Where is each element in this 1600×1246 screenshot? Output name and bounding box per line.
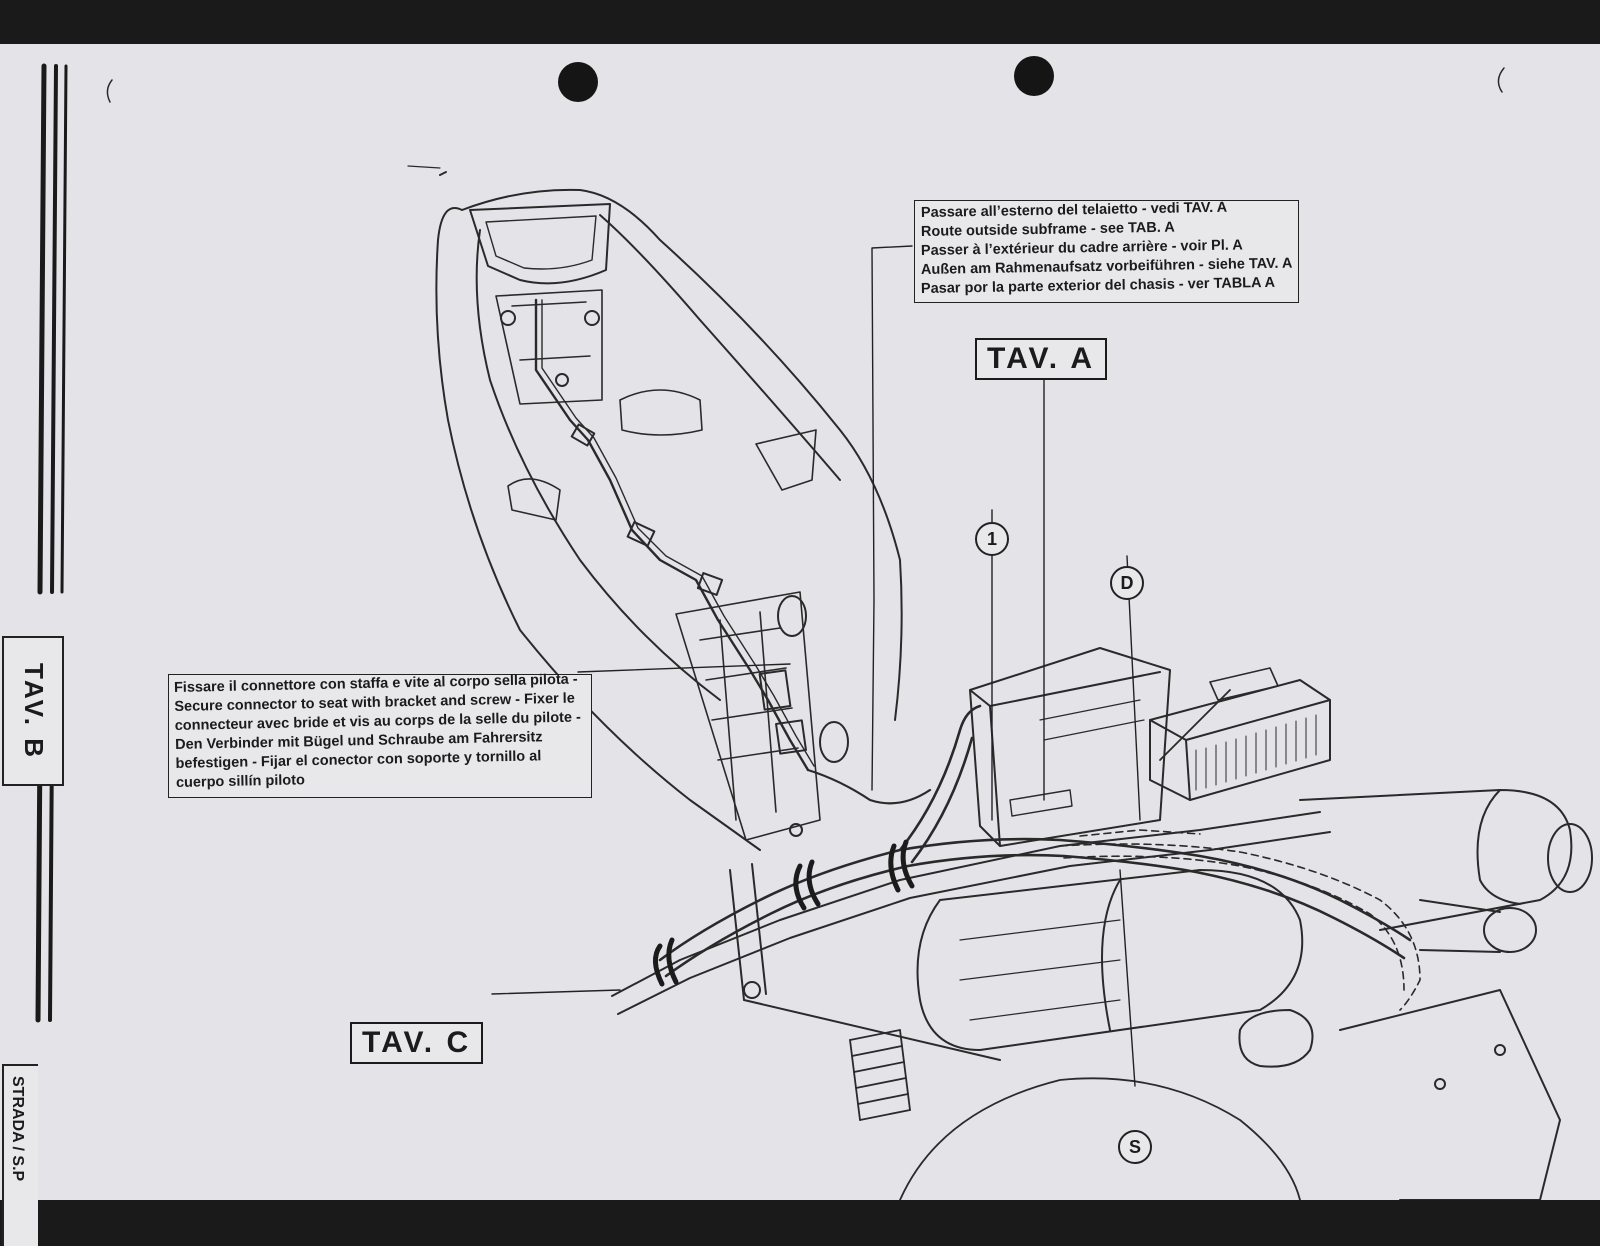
side-footer: STRADA / S.P (2, 1064, 38, 1246)
corner-mark (1497, 67, 1505, 93)
harness-clamp (653, 937, 679, 987)
seat-connector (758, 669, 792, 711)
exhaust-silencer (916, 789, 1593, 1051)
bracket-screw (500, 310, 516, 326)
callout-d: D (1110, 566, 1144, 600)
harness-connector (570, 423, 596, 447)
connector-lead (806, 768, 932, 805)
turn-indicator (1238, 1009, 1314, 1068)
tab-label-text: TAV. B (18, 662, 49, 760)
number-plate-holder (1339, 989, 1561, 1200)
harness-connector (696, 572, 724, 596)
leader-lines (491, 245, 1141, 1087)
secure-connector-note: Fissare il connettore con staffa e vite … (168, 672, 592, 798)
plate-bolt (1434, 1078, 1446, 1090)
seat-cylinder (819, 721, 849, 763)
route-outside-subframe-note: Passare all’esterno del telaietto - vedi… (914, 200, 1300, 303)
control-unit (969, 647, 1171, 847)
seat-inner-outline (475, 214, 841, 701)
seat-cylinder (777, 595, 807, 637)
seat-bracket (495, 289, 603, 405)
seat-connector (775, 719, 807, 755)
bracket-screw (555, 373, 569, 387)
corner-mark (106, 79, 113, 103)
seat-recess (619, 389, 703, 436)
seat-outline (435, 188, 903, 851)
bracket-screw (584, 310, 600, 326)
secure-connector-text: Fissare il connettore con staffa e vite … (173, 671, 582, 791)
subframe-tubes (611, 811, 1331, 1061)
manual-page: Passare all’esterno del telaietto - vedi… (0, 44, 1600, 1246)
motorcycle-wiring-diagram (35, 63, 1593, 1200)
seat-base-grid (675, 591, 821, 841)
harness-clamp (888, 839, 915, 893)
seat-recess (507, 478, 561, 521)
tail-light-housing (469, 203, 611, 285)
battery (1149, 667, 1331, 801)
reference-tav-c: TAV. C (350, 1022, 484, 1064)
reference-tav-a: TAV. A (975, 338, 1108, 380)
frame-bolt (789, 823, 803, 837)
seat-recess (755, 429, 817, 491)
binding-lines (35, 63, 68, 1023)
tab-label: TAV. B (2, 636, 64, 786)
paper-mark (407, 165, 441, 169)
harness-dashed-runs (1059, 829, 1421, 1011)
frame-bolt (743, 981, 761, 999)
callout-1: 1 (975, 522, 1009, 556)
harness-clamp (793, 859, 821, 911)
punch-hole (558, 62, 598, 102)
shock-spring (849, 1029, 911, 1121)
side-footer-text: STRADA / S.P (9, 1076, 26, 1182)
tail-light-harness (534, 298, 815, 772)
harness-connector (626, 521, 656, 547)
rear-wheel-arc (899, 1077, 1301, 1200)
punch-hole (1014, 56, 1054, 96)
callout-s: S (1118, 1130, 1152, 1164)
paper-mark (439, 171, 447, 176)
tail-light-inner (485, 215, 597, 270)
plate-bolt (1494, 1044, 1506, 1056)
